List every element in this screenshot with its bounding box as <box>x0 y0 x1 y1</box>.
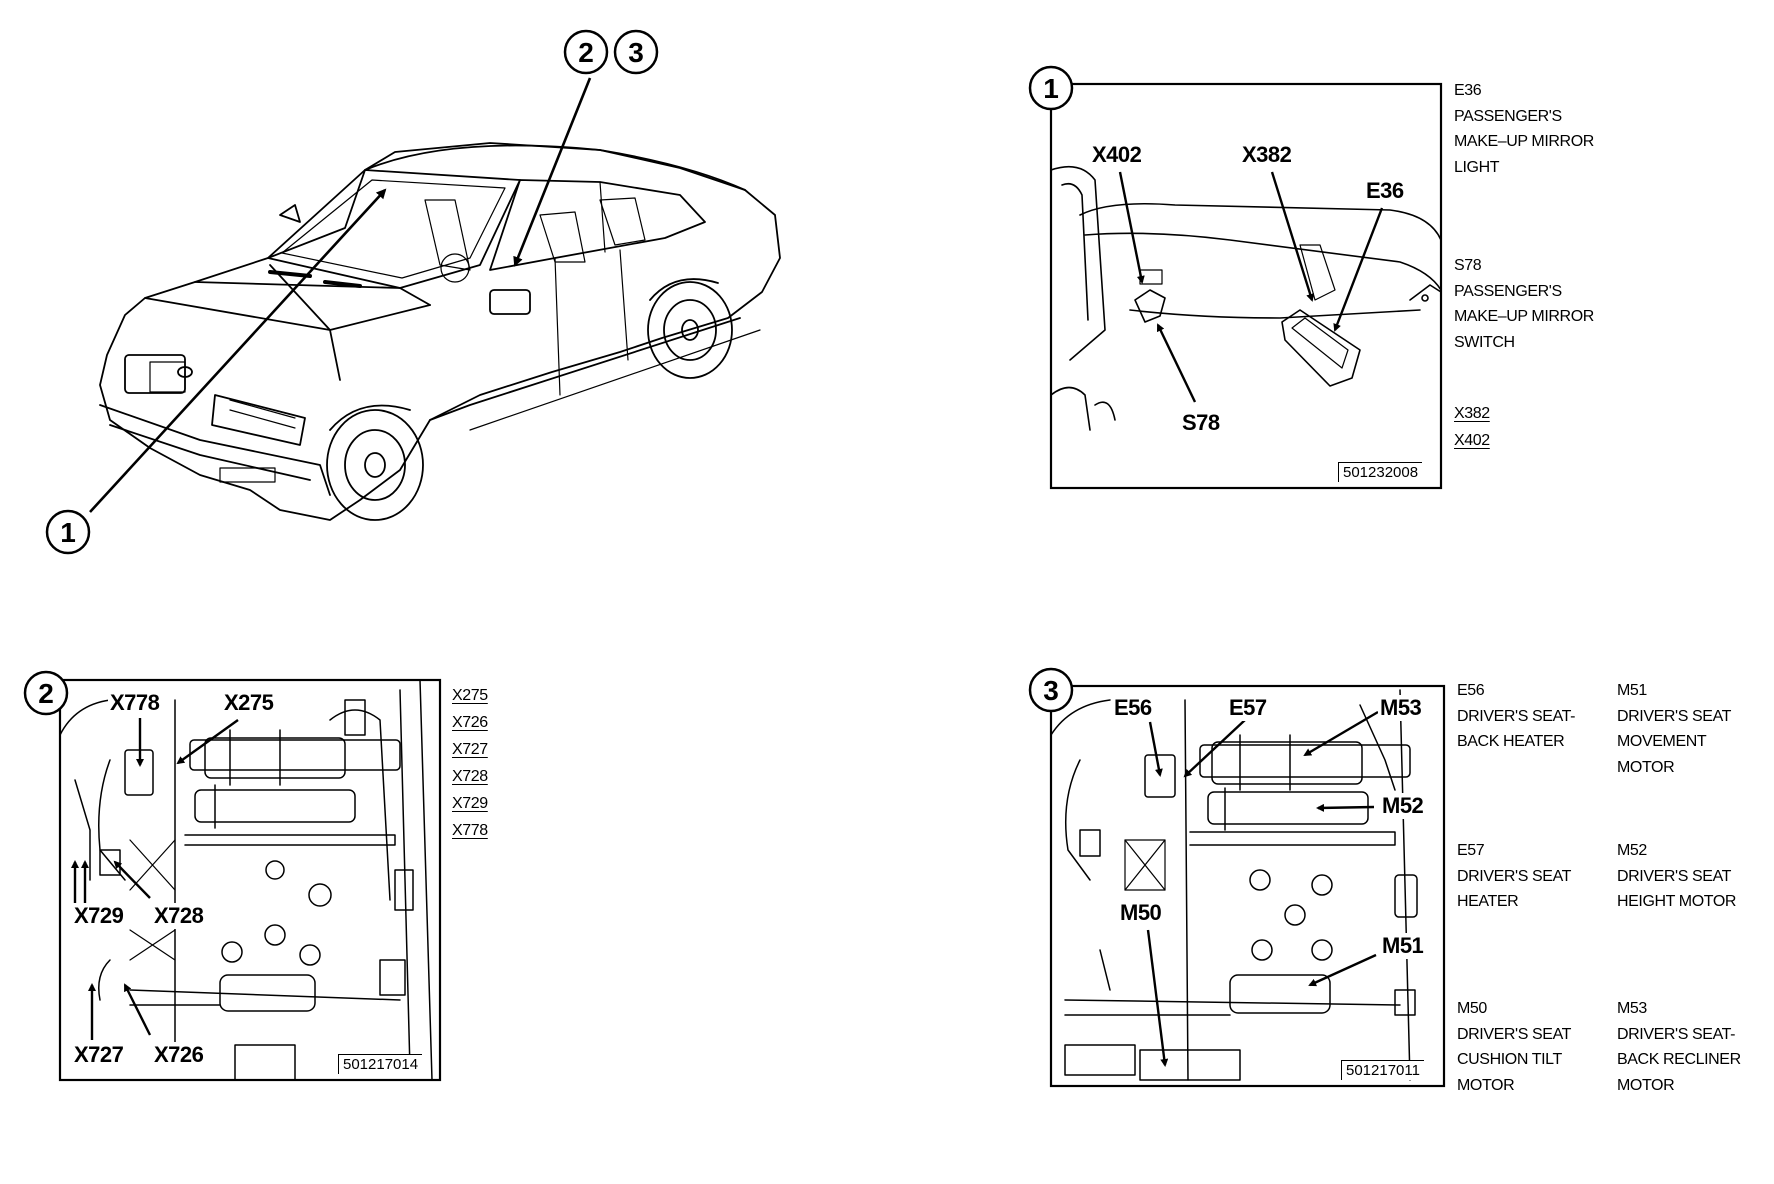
legend-line: MOTOR <box>1617 758 1675 776</box>
label-m50: M50 <box>1118 900 1164 926</box>
legend-code: M50 <box>1457 1000 1487 1017</box>
panel-1-legend-e36: E36 PASSENGER'S MAKE–UP MIRROR LIGHT <box>1454 78 1594 180</box>
legend-line: DRIVER'S SEAT <box>1457 1025 1572 1043</box>
svg-text:1: 1 <box>1043 73 1059 104</box>
connector-item: X726 <box>452 714 488 731</box>
legend-line: HEATER <box>1457 893 1519 910</box>
panel-2-illustration <box>59 679 433 1081</box>
legend-line: HEIGHT MOTOR <box>1617 893 1737 910</box>
panel-1-image-code: 501232008 <box>1338 462 1423 482</box>
legend-code: M53 <box>1617 1000 1647 1017</box>
legend-line: DRIVER'S SEAT <box>1617 867 1732 885</box>
panel-3-legend-e57: E57 DRIVER'S SEAT HEATER <box>1457 838 1571 915</box>
label-x382: X382 <box>1240 142 1294 168</box>
panel-3-callout-circle: 3 <box>1028 667 1074 713</box>
label-m52: M52 <box>1380 793 1426 819</box>
panel-3-legend-m52: M52 DRIVER'S SEAT HEIGHT MOTOR <box>1617 838 1736 915</box>
connector-item: X275 <box>452 687 488 704</box>
callout-2-3-arrow <box>513 77 592 267</box>
legend-line: DRIVER'S SEAT- <box>1617 1025 1736 1043</box>
car-illustration <box>99 142 781 521</box>
callout-1-arrow <box>89 188 387 513</box>
legend-line: LIGHT <box>1454 158 1500 176</box>
label-e36: E36 <box>1364 178 1406 204</box>
panel-1-frame <box>1049 82 1443 490</box>
label-x402: X402 <box>1090 142 1144 168</box>
label-x726: X726 <box>152 1042 206 1068</box>
panel-3-illustration <box>1050 689 1418 1081</box>
legend-code: S78 <box>1454 257 1482 274</box>
panel-1-illustration <box>1050 165 1442 431</box>
legend-line: PASSENGER'S <box>1454 282 1562 300</box>
panel-2-image-code: 501217014 <box>338 1054 423 1074</box>
panel-2-callout-circle: 2 <box>23 670 69 716</box>
label-x778: X778 <box>108 690 162 716</box>
panel-2-connector-list: X275 X726 X727 X728 X729 X778 <box>452 682 488 844</box>
label-x275: X275 <box>222 690 276 716</box>
legend-line: DRIVER'S SEAT <box>1617 707 1732 725</box>
label-e56: E56 <box>1112 695 1154 721</box>
svg-text:2: 2 <box>38 678 54 709</box>
label-m53: M53 <box>1378 695 1424 721</box>
panel-3-frame <box>1049 684 1446 1088</box>
label-x728: X728 <box>152 903 206 929</box>
label-x729: X729 <box>72 903 126 929</box>
label-e57: E57 <box>1227 695 1269 721</box>
panel-1-connector-list: X382 X402 <box>1454 400 1490 454</box>
panel-1-callout-circle: 1 <box>1028 65 1074 111</box>
connector-item: X382 <box>1454 405 1490 422</box>
svg-text:2: 2 <box>578 37 594 68</box>
legend-code: M52 <box>1617 842 1647 859</box>
panel-3-image-code: 501217011 <box>1341 1060 1424 1080</box>
callout-circle-3: 3 <box>613 29 659 75</box>
panel-1-legend-s78: S78 PASSENGER'S MAKE–UP MIRROR SWITCH <box>1454 253 1594 355</box>
legend-line: MAKE–UP MIRROR <box>1454 133 1594 150</box>
legend-line: CUSHION TILT <box>1457 1051 1562 1068</box>
legend-code: M51 <box>1617 682 1647 699</box>
panel-3-legend-m50: M50 DRIVER'S SEAT CUSHION TILT MOTOR <box>1457 996 1571 1098</box>
connector-item: X728 <box>452 768 488 785</box>
panel-3-legend-e56: E56 DRIVER'S SEAT- BACK HEATER <box>1457 678 1575 755</box>
legend-line: DRIVER'S SEAT- <box>1457 707 1576 725</box>
legend-line: MOTOR <box>1617 1076 1675 1094</box>
svg-text:3: 3 <box>1043 675 1059 706</box>
legend-line: DRIVER'S SEAT <box>1457 867 1572 885</box>
connector-item: X778 <box>452 822 488 839</box>
legend-line: SWITCH <box>1454 333 1515 351</box>
legend-line: PASSENGER'S <box>1454 107 1562 125</box>
panel-3-legend-m53: M53 DRIVER'S SEAT- BACK RECLINER MOTOR <box>1617 996 1741 1098</box>
legend-code: E56 <box>1457 682 1485 699</box>
legend-line: BACK RECLINER <box>1617 1051 1741 1068</box>
label-x727: X727 <box>72 1042 126 1068</box>
svg-text:3: 3 <box>628 37 644 68</box>
connector-item: X727 <box>452 741 488 758</box>
label-s78: S78 <box>1180 410 1222 436</box>
legend-line: BACK HEATER <box>1457 733 1565 750</box>
label-m51: M51 <box>1380 933 1426 959</box>
legend-code: E57 <box>1457 842 1485 859</box>
panel-3-legend-m51: M51 DRIVER'S SEAT MOVEMENT MOTOR <box>1617 678 1731 780</box>
callout-circle-2: 2 <box>563 29 609 75</box>
svg-text:1: 1 <box>60 517 76 548</box>
connector-item: X729 <box>452 795 488 812</box>
callout-circle-1: 1 <box>45 509 91 555</box>
legend-code: E36 <box>1454 82 1482 99</box>
legend-line: MOTOR <box>1457 1076 1515 1094</box>
legend-line: MAKE–UP MIRROR <box>1454 308 1594 325</box>
connector-item: X402 <box>1454 432 1490 449</box>
legend-line: MOVEMENT <box>1617 733 1707 750</box>
